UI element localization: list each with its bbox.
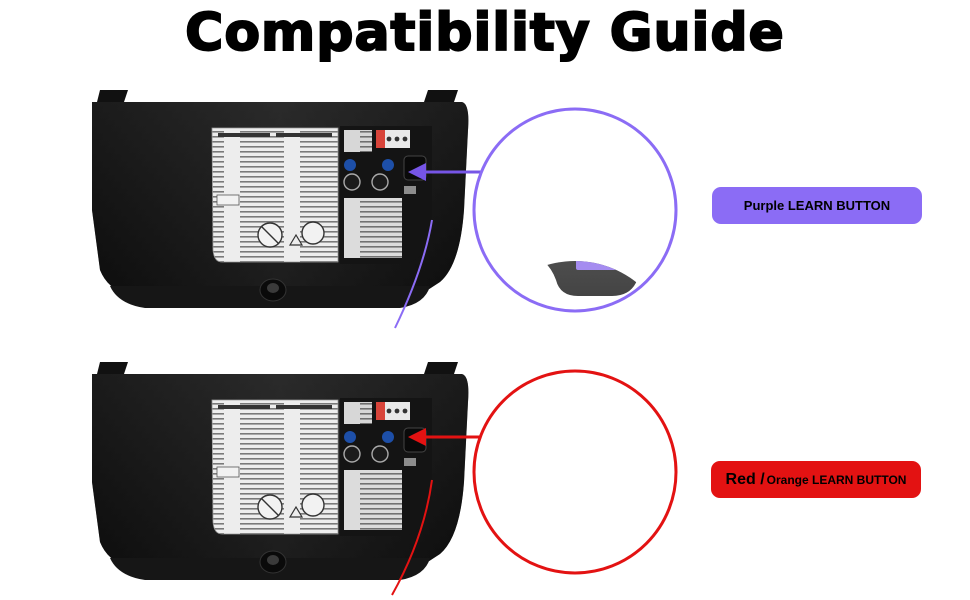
- red-label-rest: Orange LEARN BUTTON: [766, 472, 907, 487]
- page-title: Compatibility Guide: [184, 2, 785, 64]
- opener-unit-purple: [91, 89, 470, 309]
- opener-unit-red: [91, 361, 470, 581]
- antenna-wire-red: [391, 479, 433, 596]
- red-label-prefix: Red /: [725, 470, 765, 488]
- red-learn-button-badge: Red / Orange LEARN BUTTON: [711, 461, 921, 498]
- arrow-head-red: [408, 428, 426, 446]
- arrow-head-purple: [408, 163, 426, 181]
- learn-button-closeup-red: [472, 369, 678, 575]
- purple-learn-button-badge: Purple LEARN BUTTON: [712, 187, 922, 224]
- antenna-wire-purple: [394, 219, 433, 329]
- learn-button-closeup-purple: [472, 107, 678, 313]
- purple-learn-button-label: Purple LEARN BUTTON: [743, 198, 891, 213]
